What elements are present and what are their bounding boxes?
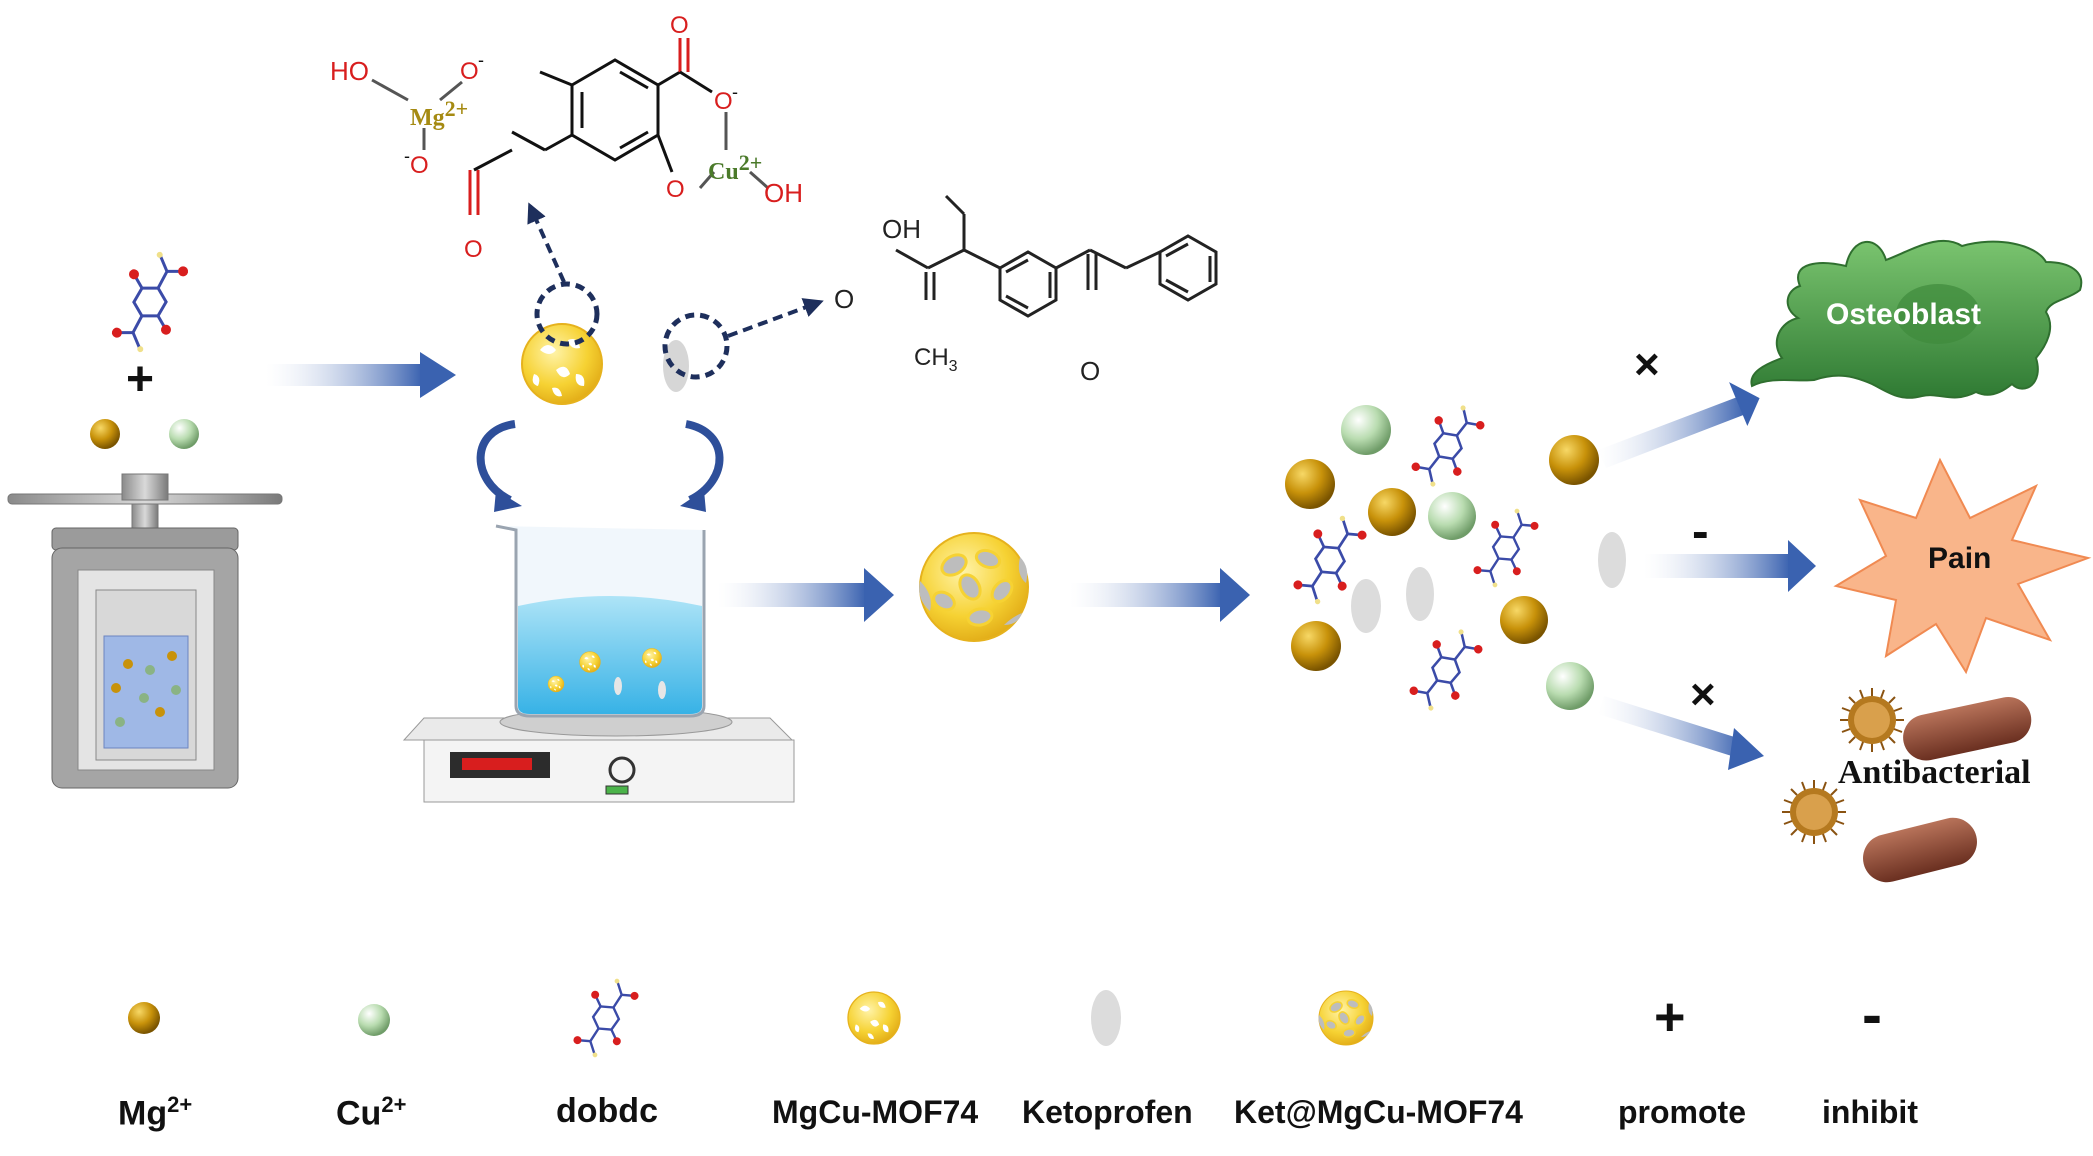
ketoprofen-zoom-circle [662,312,730,380]
ketoprofen-structure [895,194,1218,318]
cu-ion-icon [169,419,199,449]
mof-o-minus-3: - [732,82,738,102]
legend-promote-label: promote [1618,1094,1746,1130]
ket-mof-particle-icon [917,531,1030,643]
pain-label: Pain [1928,542,1992,575]
keto-ch3-label: CH3 [914,344,958,375]
legend-cu-icon [358,1004,390,1036]
arrow-to-osteoblast [1598,382,1760,468]
curved-arrow-right [685,420,724,504]
legend-ketoprofen-icon [1091,990,1121,1046]
osteoblast-label: Osteoblast [1826,298,1982,331]
mof-zoom-circle [534,281,600,347]
outgoing-cu-ion [1546,662,1594,710]
curved-arrow-left [476,420,516,504]
antibacterial-effect-symbol: × [1690,670,1716,719]
mof-ho-label: HO [330,56,369,86]
ketoprofen-particle-icon [663,340,689,392]
arrow-release [1070,568,1250,622]
mof-o-minus-1: - [478,50,484,70]
legend-mg-label: Mg2+ [118,1092,193,1133]
arrow-loading [718,568,894,622]
dash-arrow-mof [527,202,566,283]
pain-effect-symbol: - [1692,503,1709,559]
arrow-to-pain [1644,540,1816,592]
outgoing-mg-ion [1549,435,1599,485]
legend-icons [128,971,1374,1065]
legend-dobdc-icon [556,971,656,1065]
keto-o-right: O [1080,356,1101,386]
legend-inhibit-label: inhibit [1822,1094,1918,1130]
legend-ket-mof-icon [1317,990,1374,1046]
mof-o-minus-2: - [404,146,410,166]
legend-dobdc-label: dobdc [556,1092,658,1130]
synthesis-plus: + [126,353,155,406]
mof-structure [371,38,769,215]
mg-ion-icon [90,419,120,449]
legend-promote-symbol: + [1654,987,1686,1047]
stirrer-beaker [402,524,795,803]
mof-o-carboxyl-right: O [714,88,733,115]
legend-inhibit-symbol: - [1862,981,1882,1048]
autoclave-reactor [7,473,283,789]
legend-mg-icon [128,1002,160,1034]
mof-mg-label: Mg2+ [410,96,469,131]
mof-o-phenol-left: O [460,58,479,85]
dobdc-icon [86,242,214,362]
outgoing-ketoprofen [1598,532,1626,588]
mof-cu-label: Cu2+ [708,150,763,185]
legend-ketoprofen-label: Ketoprofen [1022,1094,1193,1130]
arrow-synthesis [266,352,456,398]
mof-o-carbonyl-right: O [670,12,689,39]
keto-o-left: O [834,284,855,314]
osteoblast-effect-symbol: × [1634,340,1660,389]
mof-oh-label: OH [764,178,803,208]
arrow-to-bacteria [1598,696,1764,770]
legend-ket-mof-label: Ket@MgCu-MOF74 [1234,1094,1523,1130]
legend-cu-label: Cu2+ [336,1092,407,1133]
pain-starburst [1833,457,2092,675]
legend-mof-label: MgCu-MOF74 [772,1094,979,1130]
mof-o-carboxyl-left: O [410,152,429,179]
bacteria [1781,687,2032,883]
released-components [1273,399,1556,717]
keto-oh-label: OH [882,214,921,244]
legend-mof-icon [847,991,901,1045]
mof-o-carbonyl-left: O [464,236,483,263]
mof-o-phenol-right: O [666,176,685,203]
dash-arrow-ketoprofen [727,298,824,338]
antibacterial-label: Antibacterial [1838,754,2031,791]
